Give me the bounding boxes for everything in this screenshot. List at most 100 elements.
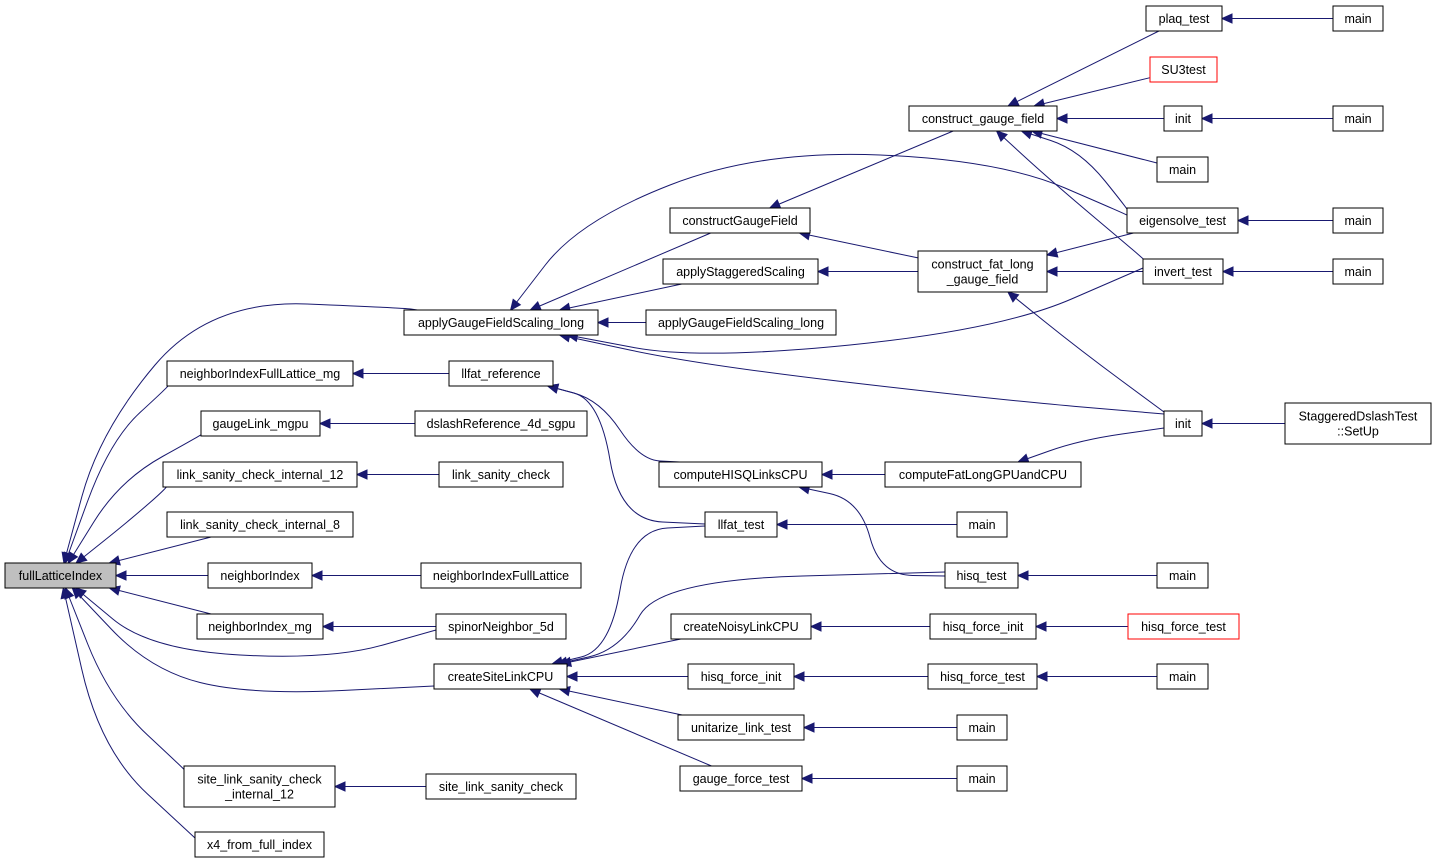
node-link_sanity_check_internal_8[interactable]: link_sanity_check_internal_8: [166, 511, 354, 538]
node-SU3test[interactable]: SU3test: [1149, 56, 1218, 83]
edge-arrowhead: [351, 368, 364, 379]
node-applyStaggeredScaling[interactable]: applyStaggeredScaling: [662, 258, 819, 285]
node-dslashReference_4d_sgpu[interactable]: dslashReference_4d_sgpu: [414, 410, 588, 437]
node-box: [1149, 56, 1218, 83]
node-applyGaugeFieldScaling_long_2[interactable]: applyGaugeFieldScaling_long: [645, 309, 837, 336]
node-main_hisq[interactable]: main: [1156, 562, 1209, 589]
edge-line: [556, 571, 947, 665]
node-main_cgf[interactable]: main: [1156, 156, 1209, 183]
node-site_link_sanity_check_internal_12[interactable]: site_link_sanity_check_internal_12: [183, 765, 336, 808]
edge-line: [798, 486, 946, 577]
edge-arrowhead: [321, 621, 334, 632]
node-label: applyGaugeFieldScaling_long: [418, 316, 584, 330]
node-box: [1142, 258, 1224, 285]
node-init_top[interactable]: init: [1163, 105, 1203, 132]
node-neighborIndexFullLattice_mg[interactable]: neighborIndexFullLattice_mg: [166, 360, 354, 387]
node-link_sanity_check[interactable]: link_sanity_check: [438, 461, 564, 488]
node-gaugeLink_mgpu[interactable]: gaugeLink_mgpu: [200, 410, 321, 437]
node-label: llfat_test: [718, 518, 765, 532]
edge-line: [529, 688, 712, 767]
node-spinorNeighbor_5d[interactable]: spinorNeighbor_5d: [435, 613, 567, 640]
node-hisq_force_test_mid[interactable]: hisq_force_test: [927, 663, 1038, 690]
node-label: computeFatLongGPUandCPU: [899, 468, 1067, 482]
edge-line: [64, 384, 170, 564]
node-computeHISQLinksCPU[interactable]: computeHISQLinksCPU: [658, 461, 823, 488]
node-unitarize_link_test[interactable]: unitarize_link_test: [677, 714, 805, 741]
edge-arrowhead: [1045, 266, 1058, 277]
node-label: construct_fat_long: [931, 258, 1033, 272]
node-neighborIndex[interactable]: neighborIndex: [207, 562, 313, 589]
node-hisq_test[interactable]: hisq_test: [944, 562, 1019, 589]
node-label: applyStaggeredScaling: [676, 265, 805, 279]
node-init_low[interactable]: init: [1163, 410, 1203, 437]
node-label: _gauge_field: [946, 273, 1019, 287]
node-createSiteLinkCPU[interactable]: createSiteLinkCPU: [433, 663, 568, 690]
edge-neighborIndex-to-neighborIndexFullLattice: [310, 570, 421, 581]
node-computeFatLongGPUandCPU[interactable]: computeFatLongGPUandCPU: [884, 461, 1082, 488]
node-label: main: [1169, 163, 1196, 177]
node-x4_from_full_index[interactable]: x4_from_full_index: [194, 831, 325, 858]
node-label: main: [1169, 569, 1196, 583]
node-constructGaugeField[interactable]: constructGaugeField: [669, 207, 811, 234]
node-main_gauge_force[interactable]: main: [956, 765, 1008, 792]
node-construct_gauge_field[interactable]: construct_gauge_field: [908, 105, 1058, 132]
node-box: [420, 562, 582, 589]
node-box: [956, 511, 1008, 538]
node-label: main: [1169, 670, 1196, 684]
edge-line: [75, 587, 437, 657]
edge-construct_gauge_field-to-plaq_test: [1007, 30, 1160, 107]
node-hisq_force_test_red[interactable]: hisq_force_test: [1127, 613, 1240, 640]
node-main_invert[interactable]: main: [1332, 258, 1384, 285]
edge-construct_gauge_field-to-main_cgf: [1030, 128, 1158, 164]
edge-arrowhead: [75, 552, 88, 564]
edge-fullLatticeIndex-to-link_sanity_check_internal_8: [108, 536, 212, 566]
edge-arrowhead: [1055, 113, 1068, 124]
node-StaggeredDslashTest_SetUp[interactable]: StaggeredDslashTest::SetUp: [1284, 402, 1432, 445]
edge-hisq_force_init_mid-to-hisq_force_test_mid: [792, 671, 928, 682]
edge-computeHISQLinksCPU-to-computeFatLongGPUandCPU: [820, 469, 885, 480]
edge-eigensolve_test-to-main_eigen: [1236, 215, 1333, 226]
node-label: fullLatticeIndex: [19, 569, 103, 583]
node-box: [433, 663, 568, 690]
node-main_eigen[interactable]: main: [1332, 207, 1384, 234]
edge-arrowhead: [114, 570, 127, 581]
edge-arrowhead: [1220, 13, 1233, 24]
node-site_link_sanity_check[interactable]: site_link_sanity_check: [425, 773, 577, 800]
node-neighborIndex_mg[interactable]: neighborIndex_mg: [196, 613, 324, 640]
edge-gauge_force_test-to-main_gauge_force: [800, 773, 957, 784]
node-hisq_force_init_mid[interactable]: hisq_force_init: [687, 663, 795, 690]
node-label: plaq_test: [1159, 12, 1210, 26]
node-hisq_force_init_right[interactable]: hisq_force_init: [929, 613, 1037, 640]
node-main_hft[interactable]: main: [1156, 663, 1209, 690]
node-box: [162, 461, 358, 488]
node-neighborIndexFullLattice[interactable]: neighborIndexFullLattice: [420, 562, 582, 589]
edge-line: [567, 267, 1144, 354]
node-invert_test[interactable]: invert_test: [1142, 258, 1224, 285]
edge-line: [560, 638, 682, 665]
node-label: neighborIndexFullLattice_mg: [180, 367, 341, 381]
node-eigensolve_test[interactable]: eigensolve_test: [1126, 207, 1239, 234]
node-fullLatticeIndex[interactable]: fullLatticeIndex: [4, 562, 117, 589]
edge-fullLatticeIndex-to-site_link_sanity_check_internal_12: [64, 586, 186, 771]
node-link_sanity_check_internal_12[interactable]: link_sanity_check_internal_12: [162, 461, 358, 488]
node-main_plaq[interactable]: main: [1332, 5, 1384, 32]
node-label: gauge_force_test: [693, 772, 790, 786]
node-box: [1332, 5, 1384, 32]
node-label: main: [968, 518, 995, 532]
node-applyGaugeFieldScaling_long_1[interactable]: applyGaugeFieldScaling_long: [403, 309, 599, 336]
edge-arrowhead: [1007, 291, 1020, 303]
node-label: link_sanity_check: [452, 468, 551, 482]
node-llfat_reference[interactable]: llfat_reference: [448, 360, 554, 387]
node-createNoisyLinkCPU[interactable]: createNoisyLinkCPU: [670, 613, 812, 640]
node-plaq_test[interactable]: plaq_test: [1145, 5, 1223, 32]
node-box: [1332, 258, 1384, 285]
node-construct_fat_long_gauge_field[interactable]: construct_fat_long_gauge_field: [917, 250, 1048, 293]
node-main_init[interactable]: main: [1332, 105, 1384, 132]
node-box: [704, 511, 778, 538]
node-main_unitarize[interactable]: main: [956, 714, 1008, 741]
node-gauge_force_test[interactable]: gauge_force_test: [679, 765, 803, 792]
node-main_llfat[interactable]: main: [956, 511, 1008, 538]
node-llfat_test[interactable]: llfat_test: [704, 511, 778, 538]
node-box: [1332, 207, 1384, 234]
